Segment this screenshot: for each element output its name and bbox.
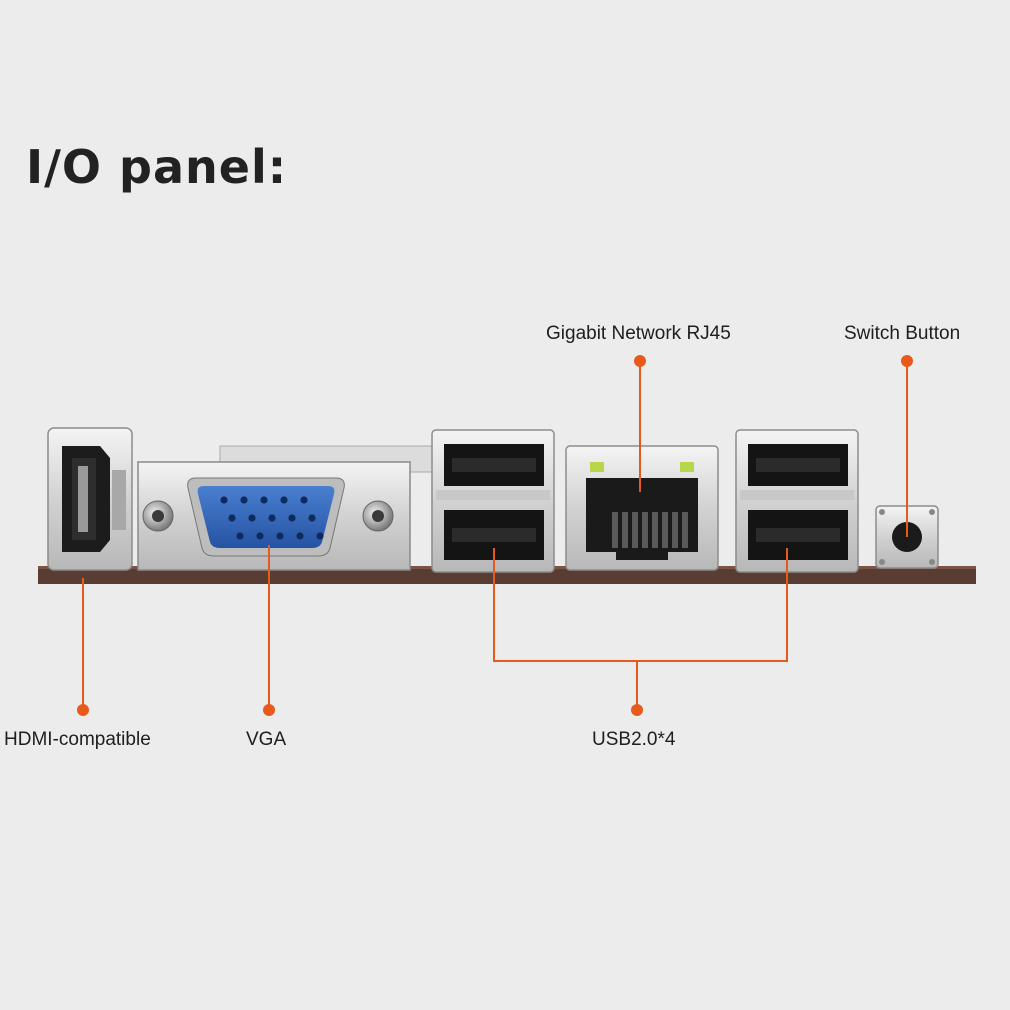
rj45-label: Gigabit Network RJ45 (546, 323, 731, 344)
usb-port-icon (735, 429, 859, 573)
callout-lines (82, 361, 908, 710)
hdmi-label: HDMI-compatible (4, 729, 151, 750)
usb-port-icon (431, 429, 555, 573)
page-title: I/O panel: (26, 140, 288, 194)
rj45-port-icon (565, 445, 719, 571)
hdmi-port-icon (47, 427, 133, 571)
usb-label: USB2.0*4 (592, 729, 676, 750)
switch-label: Switch Button (844, 323, 961, 344)
callout-dots (77, 355, 913, 716)
vga-label: VGA (246, 729, 287, 750)
vga-port-icon (137, 445, 441, 571)
